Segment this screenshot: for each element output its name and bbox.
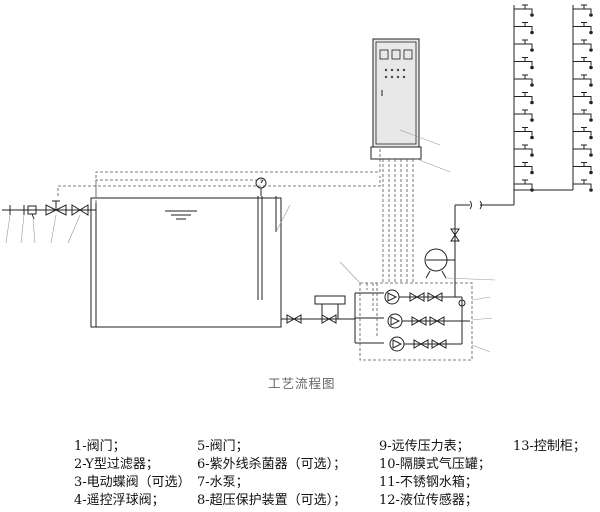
pressure-tank-icon xyxy=(424,248,448,279)
legend-item-7: 7-水泵； xyxy=(197,475,249,490)
legend-item-6: 6-紫外线杀菌器（可选）； xyxy=(197,457,347,472)
legend-item-5: 5-阀门； xyxy=(197,439,249,454)
faucet-icon xyxy=(573,179,593,192)
riser-pipe xyxy=(426,204,514,297)
faucet-icon xyxy=(514,144,534,157)
overpressure-protection xyxy=(314,295,346,319)
inlet-filter-icon xyxy=(27,205,37,220)
faucet-icon xyxy=(514,39,534,52)
faucet-icon xyxy=(573,144,593,157)
faucet-icon xyxy=(573,39,593,52)
signal-line xyxy=(57,146,381,203)
faucet-icon xyxy=(573,74,593,87)
cable-bundle xyxy=(382,159,414,283)
faucet-icon xyxy=(514,74,534,87)
faucet-icon xyxy=(573,4,593,17)
legend-item-13: 13-控制柜； xyxy=(513,439,586,454)
faucet-icon xyxy=(514,57,534,70)
faucet-icon xyxy=(573,22,593,35)
legend-item-10: 10-隔膜式气压罐； xyxy=(379,457,491,472)
cabinet-indicator-lights xyxy=(384,68,406,79)
faucet-icon xyxy=(514,92,534,105)
legend-item-8: 8-超压保护装置（可选）； xyxy=(197,493,347,508)
inlet-leaders xyxy=(5,214,81,244)
leader-lines xyxy=(275,129,496,353)
check-valve-icon xyxy=(409,292,447,349)
gate-valve-icon xyxy=(321,314,337,324)
faucet-icon xyxy=(573,162,593,175)
gate-valve-icon xyxy=(71,204,89,216)
pipe-break-mark xyxy=(469,200,482,210)
legend-item-12: 12-液位传感器； xyxy=(379,493,478,508)
pump-skid xyxy=(359,282,473,361)
faucet-icon xyxy=(514,4,534,17)
legend-item-3: 3-电动蝶阀（可选） xyxy=(74,475,191,490)
faucet-icon xyxy=(514,127,534,140)
faucet-column-left xyxy=(514,4,534,192)
distribution-risers xyxy=(513,5,574,205)
legend-item-1: 1-阀门； xyxy=(74,439,126,454)
pressure-gauge-icon xyxy=(255,177,267,196)
faucet-icon xyxy=(514,162,534,175)
faucet-icon xyxy=(573,109,593,122)
faucet-icon xyxy=(514,22,534,35)
level-sensor xyxy=(257,196,277,300)
legend-item-4: 4-遥控浮球阀； xyxy=(74,493,165,508)
pump-icon xyxy=(384,289,405,352)
faucet-icon xyxy=(514,179,534,192)
gate-valve-icon xyxy=(450,228,460,242)
faucet-column-right xyxy=(573,4,593,192)
gate-valve-icon xyxy=(286,314,302,324)
legend-item-11: 11-不锈钢水箱； xyxy=(379,475,478,490)
water-tank xyxy=(90,197,282,328)
pressure-gauge-icon xyxy=(458,299,466,307)
faucet-icon xyxy=(573,92,593,105)
faucet-icon xyxy=(514,109,534,122)
control-cabinet xyxy=(370,38,422,160)
faucet-icon xyxy=(573,127,593,140)
diagram-caption: 工艺流程图 xyxy=(268,376,336,391)
legend-item-2: 2-Y型过滤器； xyxy=(74,457,159,472)
faucet-icon xyxy=(573,57,593,70)
gate-valve-icon xyxy=(45,200,67,216)
legend-item-9: 9-远传压力表； xyxy=(379,439,470,454)
